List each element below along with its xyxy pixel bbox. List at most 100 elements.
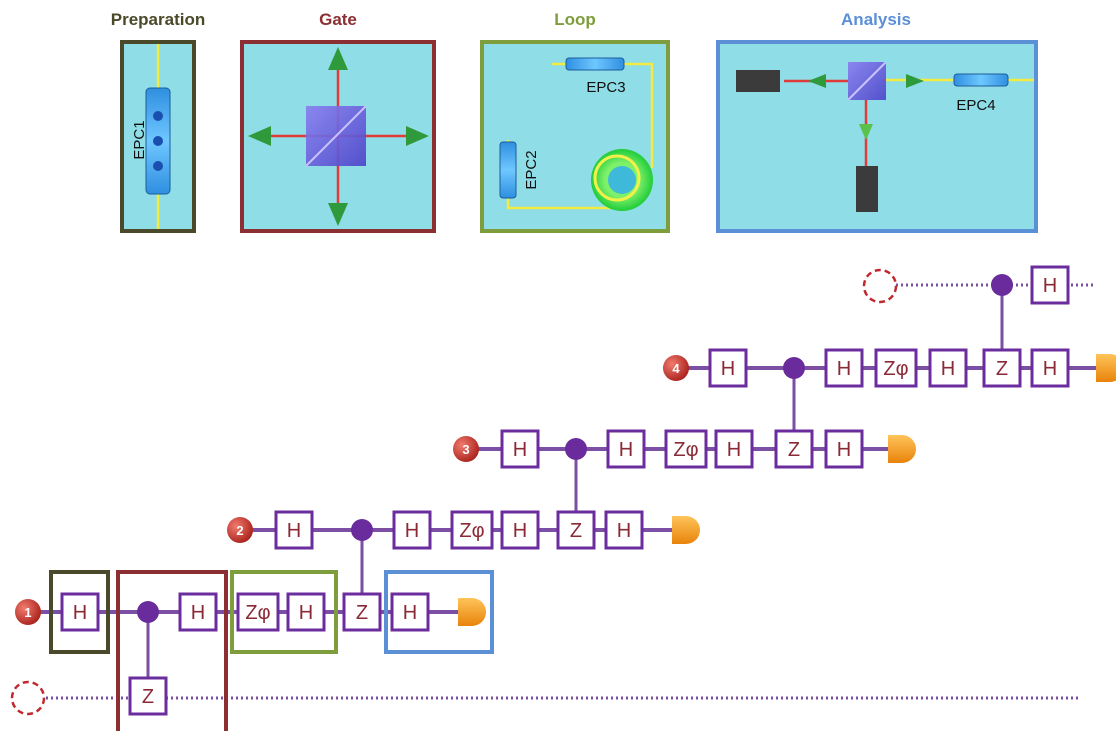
control-dots (137, 274, 1013, 623)
qubit-ball-2 (227, 517, 253, 543)
gate-arrow-left (248, 126, 271, 146)
detector-left (736, 70, 780, 92)
control-dot-row-3 (565, 438, 587, 460)
gate-label-row3-6: H (837, 439, 851, 461)
gate-label-row3-3: Zφ (673, 439, 698, 461)
top-ancilla-line (862, 268, 1094, 304)
top-line-gate: H (1030, 265, 1070, 305)
gate-label-row3-1: H (513, 439, 527, 461)
gate-label-row1-1: H (73, 602, 87, 624)
row-2-gates: H H Zφ H Z H (274, 510, 644, 550)
control-dot-row-2 (351, 519, 373, 541)
ancilla-gate: Z (128, 676, 168, 716)
qubit-label-3: 3 (462, 442, 469, 457)
gate-label-row3-2: H (619, 439, 633, 461)
qubit-label-4: 4 (672, 361, 680, 376)
preparation-panel: Preparation EPC1 (111, 10, 205, 233)
gate-beam-splitter-diagonal (305, 105, 367, 167)
qubit-ball-3 (453, 436, 479, 462)
qubit-wires (24, 366, 1112, 614)
gate-box-row3-2 (606, 429, 646, 469)
gate-box-row1-1 (60, 592, 100, 632)
gate-arrow-right (406, 126, 429, 146)
gate-box-row4-1 (708, 348, 748, 388)
epc4-controller (953, 73, 1009, 87)
gate-box-row1-6 (390, 592, 430, 632)
gate-box-row3-1 (500, 429, 540, 469)
detector-row-4 (1096, 354, 1116, 382)
analysis-arrow-right (906, 74, 924, 88)
detector-row-3 (888, 435, 916, 463)
gate-label-row1-3: Zφ (245, 602, 270, 624)
analysis-beam-splitter-diagonal (847, 61, 887, 101)
gate-box-top (1030, 265, 1070, 305)
epc1-label: EPC1 (131, 120, 148, 159)
stage-outlines (49, 570, 494, 731)
gate-label-row1-4: H (299, 602, 313, 624)
epc4-label: EPC4 (956, 97, 995, 114)
gate-arrow-down (328, 203, 348, 226)
epc1-paddle-3 (153, 161, 163, 171)
gate-box-row2-1 (274, 510, 314, 550)
control-dot-row-1 (137, 601, 159, 623)
qubit-ball-1 (15, 599, 41, 625)
gate-label-row4-1: H (721, 358, 735, 380)
gate-title: Gate (319, 10, 357, 29)
gate-box-row2-6 (604, 510, 644, 550)
detector-row-2 (672, 516, 700, 544)
analysis-arrow-left (808, 74, 826, 88)
gate-outline (116, 570, 228, 731)
gate-label-row2-2: H (405, 520, 419, 542)
row-1-gates: H H Zφ H Z H (60, 592, 430, 632)
gate-label-row4-6: H (1043, 358, 1057, 380)
row-3-gates: H H Zφ H Z H (500, 429, 864, 469)
gate-box-row4-4 (928, 348, 968, 388)
gate-box-row4-2 (824, 348, 864, 388)
gate-label-row4-2: H (837, 358, 851, 380)
detectors (458, 354, 1116, 626)
gate-label-row3-5: Z (788, 439, 800, 461)
row-4-gates: H H Zφ H Z H (708, 348, 1070, 388)
preparation-title: Preparation (111, 10, 205, 29)
gate-box-row3-4 (714, 429, 754, 469)
epc1-paddle-1 (153, 111, 163, 121)
gate-label-top: H (1043, 275, 1057, 297)
gate-box-row4-3 (874, 348, 918, 388)
qubit-balls: 1 2 3 4 (15, 355, 689, 625)
epc2-controller (499, 141, 517, 199)
preparation-outline (49, 570, 110, 654)
analysis-arrow-down (859, 124, 873, 140)
fiber-spool-ring (593, 154, 641, 202)
loop-title: Loop (554, 10, 596, 29)
gate-label-row4-4: H (941, 358, 955, 380)
bottom-ancilla-circle (10, 680, 46, 716)
gate-label-row2-6: H (617, 520, 631, 542)
gate-label-row1-6: H (403, 602, 417, 624)
gate-box-row4-6 (1030, 348, 1070, 388)
qubit-label-2: 2 (236, 523, 243, 538)
epc2-label: EPC2 (523, 150, 540, 189)
fiber-spool-core (608, 166, 636, 194)
control-dot-top (991, 274, 1013, 296)
gate-label-row3-4: H (727, 439, 741, 461)
gate-box-row2-3 (450, 510, 494, 550)
top-ancilla-circle (862, 268, 898, 304)
loop-outline (230, 570, 338, 654)
control-dot-row-4 (783, 357, 805, 379)
gate-box-row3-3 (664, 429, 708, 469)
gate-box-row2-4 (500, 510, 540, 550)
gate-label-row1-2: H (191, 602, 205, 624)
loop-panel: Loop EPC3 EPC2 (480, 10, 670, 233)
gate-box-row1-3 (236, 592, 280, 632)
detector-bottom (856, 166, 878, 212)
qubit-ball-4 (663, 355, 689, 381)
gate-box-row3-5 (774, 429, 814, 469)
gate-label-row4-3: Zφ (883, 358, 908, 380)
qubit-label-1: 1 (24, 605, 31, 620)
analysis-panel: Analysis EPC4 (716, 10, 1038, 233)
gate-label-row2-1: H (287, 520, 301, 542)
epc3-label: EPC3 (586, 79, 625, 96)
gate-label-row2-4: H (513, 520, 527, 542)
